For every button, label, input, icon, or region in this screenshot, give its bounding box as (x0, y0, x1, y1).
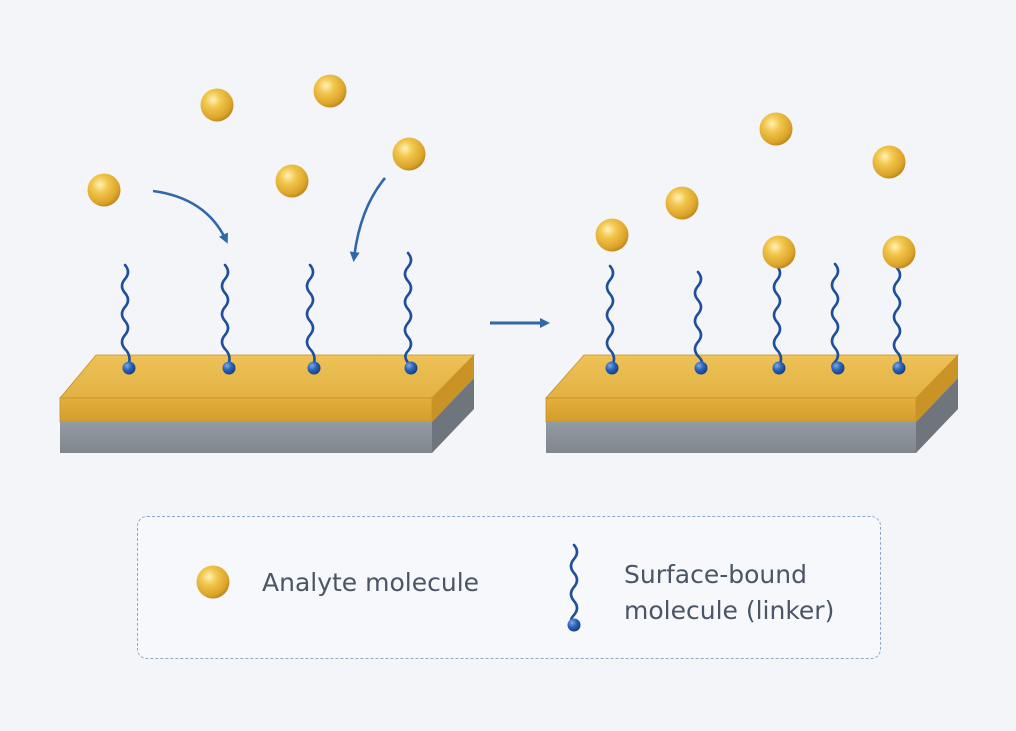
analyte-sphere-icon (759, 112, 793, 146)
right-analytes (595, 112, 916, 269)
analyte-sphere-icon (200, 88, 234, 122)
linker-icon (892, 266, 906, 375)
bound-analyte-sphere-icon (595, 218, 629, 252)
bound-analyte-sphere-icon (762, 235, 796, 269)
linker-icon (403, 251, 418, 375)
approach-arrows (152, 177, 386, 262)
bound-analyte-sphere-icon (882, 235, 916, 269)
linker-legend-line-1: Surface-bound (624, 560, 807, 589)
analyte-sphere-icon (275, 164, 309, 198)
linker-icon (693, 270, 708, 375)
linker-icon (120, 263, 136, 375)
right-substrate-slab (545, 354, 959, 453)
curved-arrow-icon (349, 177, 386, 262)
analyte-sphere-icon (872, 145, 906, 179)
left-analytes (87, 74, 426, 207)
linker-icon (772, 264, 786, 375)
right-linkers (605, 262, 906, 375)
analyte-legend-label: Analyte molecule (262, 568, 480, 597)
linker-icon (605, 264, 619, 375)
curved-arrow-icon (152, 189, 228, 244)
linker-icon (220, 263, 236, 375)
gold-sphere-icon (196, 565, 230, 599)
left-substrate-slab (59, 354, 475, 453)
analyte-sphere-icon (665, 186, 699, 220)
analyte-sphere-icon (313, 74, 347, 108)
analyte-legend-icon (196, 565, 230, 599)
linker-icon (305, 263, 321, 375)
linker-legend-label: Surface-bound molecule (linker) (624, 557, 864, 629)
analyte-sphere-icon (392, 137, 426, 171)
linker-legend-icon (567, 543, 581, 632)
analyte-sphere-icon (87, 173, 121, 207)
linker-legend-line-2: molecule (linker) (624, 596, 835, 625)
left-linkers (120, 251, 418, 375)
wavy-linker-icon (569, 543, 579, 628)
legend: Analyte molecule Surface-bound molecule … (137, 516, 881, 659)
linker-icon (830, 262, 845, 375)
